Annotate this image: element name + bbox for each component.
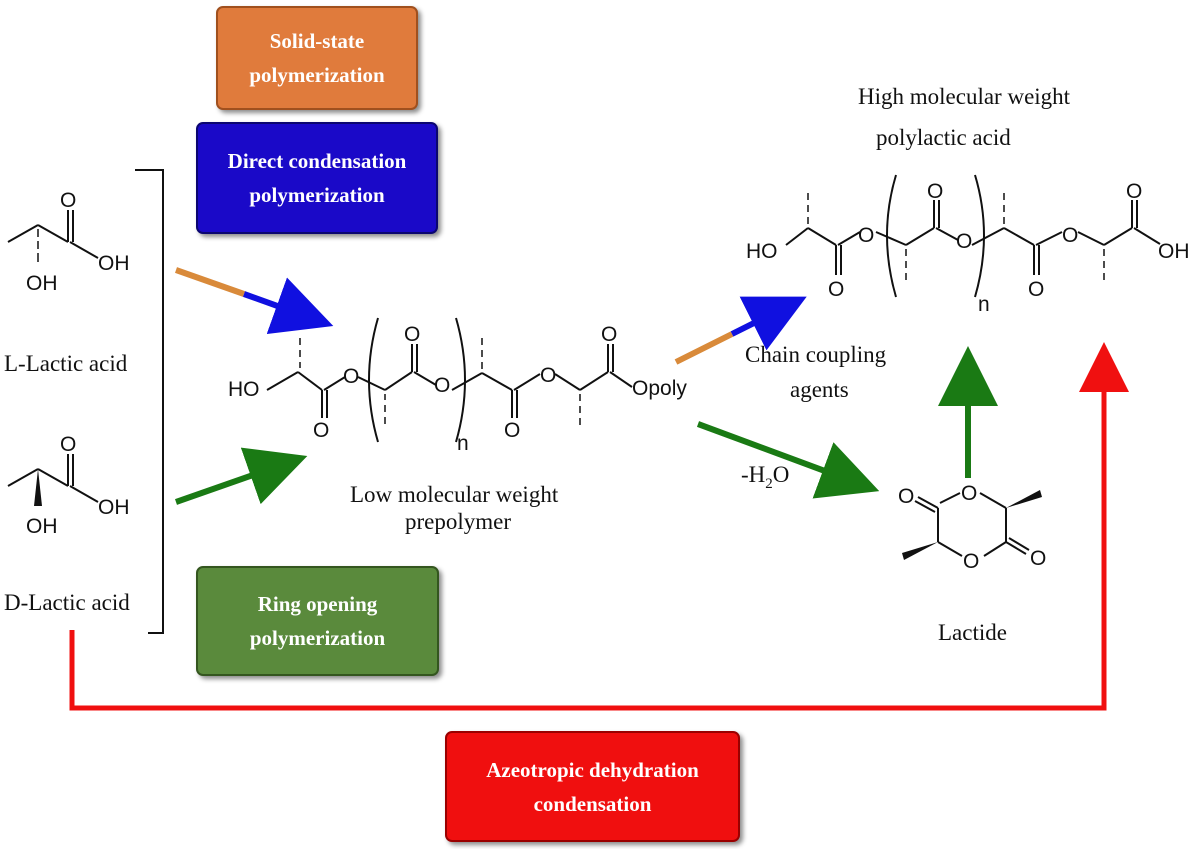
high-mw-label-2: polylactic acid (876, 125, 1011, 150)
direct-condensation-polymerization-box: Direct condensation polymerization (196, 122, 438, 234)
pla-structure (785, 174, 1161, 298)
lactide-wedge-1 (1006, 490, 1042, 508)
pla-ho: HO (746, 240, 778, 263)
pla-o2: O (858, 224, 874, 247)
lactide-o4: O (1030, 547, 1046, 570)
arrow-azeotropic-path (69, 342, 1129, 711)
pla-o4: O (956, 230, 972, 253)
arrow-coupling-orange-segment (674, 331, 734, 365)
water-o: O (773, 462, 790, 487)
prepolymer-structure (266, 317, 633, 443)
ring-opening-polymerization-box: Ring opening polymerization (196, 566, 439, 676)
d-lactic-oh-2: OH (26, 515, 58, 538)
prepolymer-o7: O (601, 323, 617, 346)
monomer-bracket (135, 169, 164, 634)
l-lactic-o: O (60, 189, 76, 212)
lactide-wedge-2 (902, 542, 938, 560)
arrow-monomer-to-prepolymer-green (175, 447, 308, 505)
d-lactic-o: O (60, 433, 76, 456)
pla-o5: O (1028, 278, 1044, 301)
arrow-monomer-to-prepolymer-blue (242, 277, 334, 335)
prepolymer-o2: O (343, 365, 359, 388)
prepolymer-o5: O (504, 419, 520, 442)
low-mw-label-2: prepolymer (405, 509, 511, 534)
l-lactic-acid-structure (7, 210, 99, 262)
lactide-structure (914, 492, 1030, 557)
water-sub: 2 (765, 476, 773, 492)
d-lactic-wedge (34, 469, 42, 506)
arrow-prepolymer-to-lactide (696, 421, 880, 499)
prepolymer-o4: O (434, 374, 450, 397)
pla-o6: O (1062, 224, 1078, 247)
water-loss-label: -H2O (741, 462, 789, 492)
pla-n: n (978, 293, 990, 316)
high-mw-label-1: High molecular weight (858, 84, 1071, 109)
pla-oh: OH (1158, 240, 1190, 263)
d-lactic-acid-structure (7, 454, 99, 503)
prepolymer-o3: O (404, 323, 420, 346)
coupling-label-2: agents (790, 377, 849, 402)
l-lactic-oh-2: OH (26, 272, 58, 295)
prepolymer-o1: O (313, 419, 329, 442)
low-mw-label-1: Low molecular weight (350, 482, 559, 507)
solid-state-polymerization-box: Solid-state polymerization (216, 6, 418, 110)
arrow-monomer-orange-segment (175, 267, 245, 297)
azeotropic-dehydration-condensation-box: Azeotropic dehydration condensation (445, 731, 740, 842)
prepolymer-n: n (457, 432, 469, 455)
prepolymer-ho: HO (228, 378, 260, 401)
lactide-label: Lactide (938, 620, 1007, 645)
d-lactic-label: D-Lactic acid (4, 590, 130, 615)
d-lactic-oh: OH (98, 496, 130, 519)
l-lactic-label: L-Lactic acid (4, 351, 128, 376)
arrow-prepolymer-to-pla-blue (730, 296, 807, 351)
lactide-o3: O (963, 550, 979, 573)
pla-o3: O (927, 180, 943, 203)
coupling-label-1: Chain coupling (745, 342, 887, 367)
water-minus: -H (741, 462, 765, 487)
prepolymer-o6: O (540, 364, 556, 387)
lactide-o2: O (961, 482, 977, 505)
pla-o1: O (828, 278, 844, 301)
lactide-o1: O (898, 485, 914, 508)
l-lactic-oh: OH (98, 252, 130, 275)
prepolymer-opoly: Opoly (632, 377, 687, 400)
pla-o7: O (1126, 180, 1142, 203)
